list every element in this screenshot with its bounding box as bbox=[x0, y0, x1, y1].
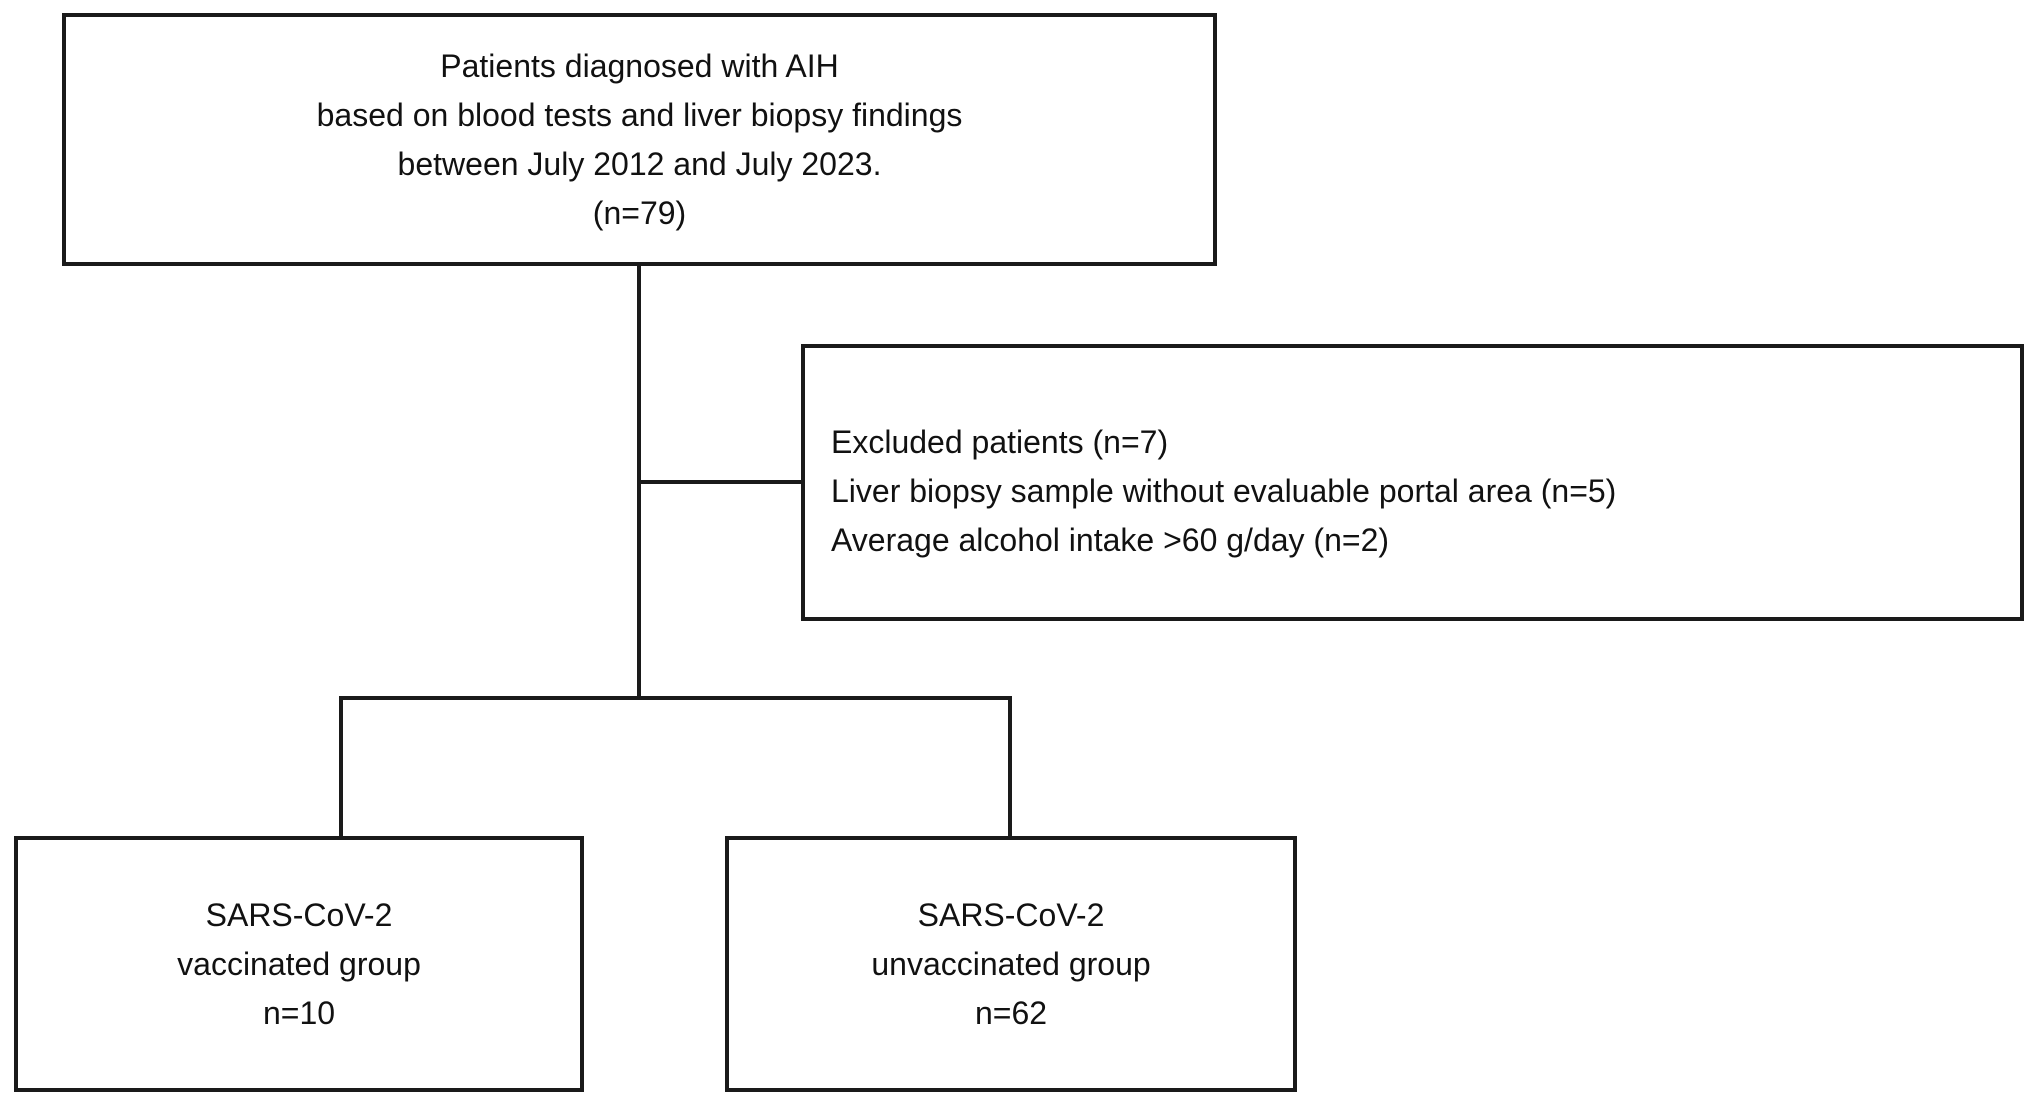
connector-to-vaccinated bbox=[339, 696, 343, 838]
connector-to-unvaccinated bbox=[1008, 696, 1012, 838]
unvaccinated-box-line-2: unvaccinated group bbox=[871, 945, 1151, 982]
vaccinated-box-count: n=10 bbox=[262, 994, 336, 1031]
vaccinated-box-line-1: SARS-CoV-2 bbox=[205, 896, 393, 933]
excluded-box-reason-1: Liver biopsy sample without evaluable po… bbox=[831, 473, 1617, 509]
total-patients-box: Patients diagnosed with AIH based on blo… bbox=[62, 13, 1217, 266]
total-box-line-3: between July 2012 and July 2023. bbox=[397, 145, 882, 182]
unvaccinated-box-line-1: SARS-CoV-2 bbox=[917, 896, 1105, 933]
connector-split bbox=[339, 696, 1012, 700]
total-box-count: (n=79) bbox=[592, 194, 687, 231]
excluded-patients-box: Excluded patients (n=7) Liver biopsy sam… bbox=[801, 344, 2024, 621]
vaccinated-box-line-2: vaccinated group bbox=[177, 945, 421, 982]
total-box-line-2: based on blood tests and liver biopsy fi… bbox=[316, 96, 963, 133]
excluded-box-heading: Excluded patients (n=7) bbox=[831, 424, 1169, 460]
vaccinated-group-box: SARS-CoV-2 vaccinated group n=10 bbox=[14, 836, 584, 1092]
unvaccinated-group-box: SARS-CoV-2 unvaccinated group n=62 bbox=[725, 836, 1297, 1092]
excluded-box-reason-2: Average alcohol intake >60 g/day (n=2) bbox=[831, 522, 1390, 558]
total-box-line-1: Patients diagnosed with AIH bbox=[440, 47, 839, 84]
unvaccinated-box-count: n=62 bbox=[974, 994, 1048, 1031]
connector-to-excluded bbox=[639, 480, 803, 484]
